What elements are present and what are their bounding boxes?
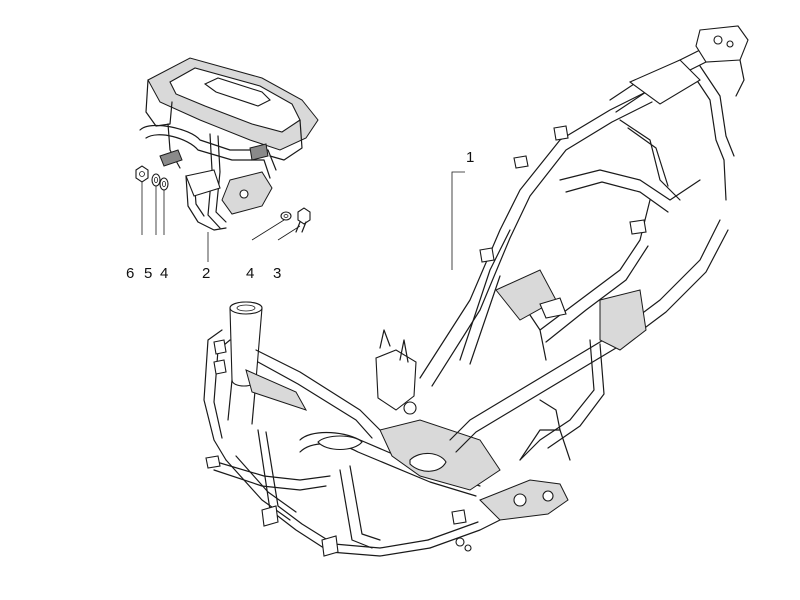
callout-label-6: 6 <box>126 265 135 282</box>
callout-label-1: 1 <box>466 149 475 166</box>
callout-label-4-left: 4 <box>160 265 169 282</box>
front-bracket-part-2 <box>139 57 319 231</box>
washer-part-4-right <box>280 211 292 221</box>
callout-label-4-right: 4 <box>246 265 255 282</box>
callout-label-5: 5 <box>144 265 153 282</box>
washer-part-5 <box>151 173 161 187</box>
main-frame-part-1 <box>203 25 749 557</box>
nut-part-6 <box>135 165 149 183</box>
bolt-part-3 <box>295 207 311 233</box>
callout-label-2: 2 <box>202 265 211 282</box>
callout-leaders <box>141 171 465 270</box>
washer-part-4-left <box>159 177 169 191</box>
callout-label-3: 3 <box>273 265 282 282</box>
